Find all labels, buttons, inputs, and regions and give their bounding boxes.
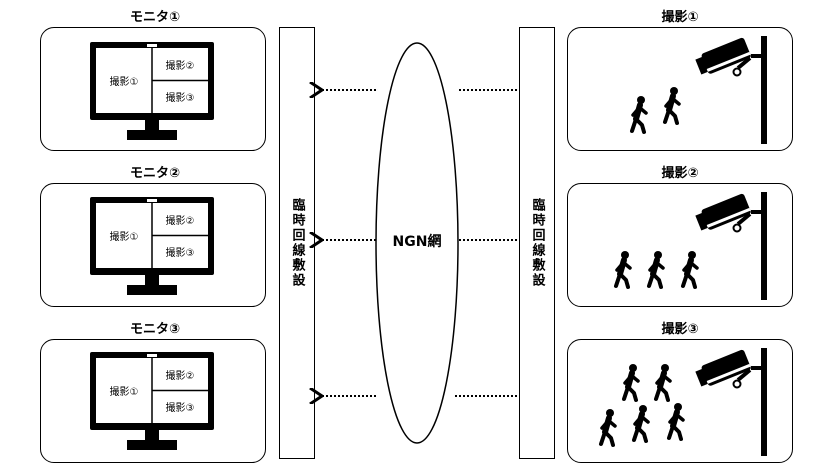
- monitor-2-title: モニタ②: [129, 166, 180, 181]
- person-icon: [601, 409, 615, 445]
- monitor-3-cell-2: 撮影②: [165, 371, 195, 382]
- monitor-1-title: モニタ①: [129, 10, 180, 25]
- camera-panel-3: [567, 339, 793, 463]
- camera-2-title: 撮影②: [661, 166, 699, 181]
- right-line-label: 臨時回線敷設: [529, 198, 545, 288]
- person-icon: [649, 251, 663, 287]
- left-line-bar: 臨時回線敷設: [279, 27, 315, 459]
- monitor-2-cell-2: 撮影②: [165, 216, 195, 227]
- monitor-3-cell-3: 撮影③: [165, 403, 195, 414]
- monitor-3-cell-1: 撮影①: [109, 387, 139, 398]
- monitor-3-title: モニタ③: [129, 322, 180, 337]
- person-icon: [634, 405, 648, 441]
- person-icon: [624, 364, 638, 400]
- camera-icon-1: [692, 34, 769, 146]
- person-icon: [616, 251, 630, 287]
- person-icon: [632, 96, 646, 132]
- camera-1-title: 撮影①: [661, 10, 699, 25]
- monitor-1-cell-3: 撮影③: [165, 93, 195, 104]
- camera-icon-3: [692, 346, 769, 458]
- left-line-label: 臨時回線敷設: [289, 198, 305, 288]
- camera-icon-2: [692, 190, 769, 302]
- camera-panel-2: [567, 183, 793, 307]
- ngn-network-ellipse: [375, 42, 459, 444]
- monitor-1-cell-2: 撮影②: [165, 61, 195, 72]
- person-icon: [665, 87, 679, 123]
- monitor-2-cell-1: 撮影①: [109, 232, 139, 243]
- monitor-2-cell-3: 撮影③: [165, 248, 195, 259]
- right-line-bar: 臨時回線敷設: [519, 27, 555, 459]
- camera-3-title: 撮影③: [661, 322, 699, 337]
- person-icon: [683, 251, 697, 287]
- ngn-label: NGN網: [392, 234, 442, 250]
- camera-panel-1: [567, 27, 793, 151]
- monitor-1-cell-1: 撮影①: [109, 77, 139, 88]
- person-icon: [656, 364, 670, 400]
- person-icon: [669, 403, 683, 439]
